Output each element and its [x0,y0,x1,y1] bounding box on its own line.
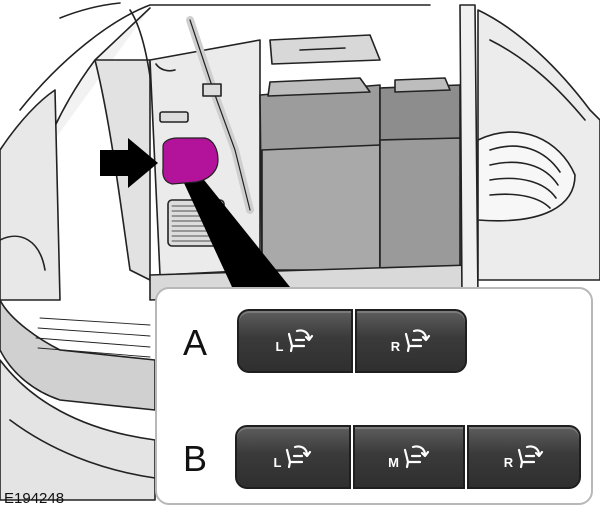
seat-fold-icon [284,326,314,356]
seat-fold-icon [400,442,430,472]
row-a-label: A [183,325,207,361]
row-b-label: B [183,441,207,477]
figure-id: E194248 [4,490,64,507]
row-b-left-seat-switch[interactable]: L [235,425,351,489]
switch-letter: L [276,339,284,354]
seat-fold-icon [282,442,312,472]
switch-detail-inset: A B L R [155,287,593,505]
seat-fold-icon [401,326,431,356]
seat-fold-icon [514,442,544,472]
row-a-right-seat-switch[interactable]: R [355,309,467,373]
switch-letter: M [388,455,399,470]
row-b-right-seat-switch[interactable]: R [467,425,581,489]
row-b-middle-seat-switch[interactable]: M [353,425,465,489]
switch-letter: R [391,339,400,354]
row-a-left-seat-switch[interactable]: L [237,309,353,373]
switch-letter: L [274,455,282,470]
switch-letter: R [504,455,513,470]
